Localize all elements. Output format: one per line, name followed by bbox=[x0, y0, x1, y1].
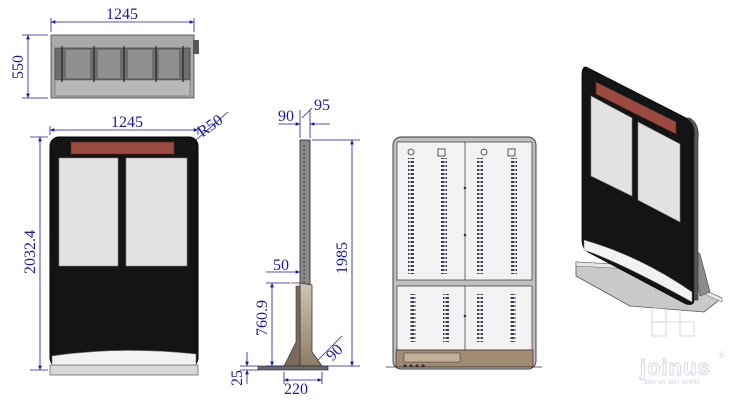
top-width-label: 1245 bbox=[106, 6, 138, 23]
base-length-label: 220 bbox=[284, 381, 308, 398]
base-offset-label: 50 bbox=[273, 257, 289, 274]
isometric-view bbox=[575, 66, 723, 313]
top-depth-dimension: 550 bbox=[10, 34, 48, 99]
joinus-logo-icon bbox=[651, 307, 695, 337]
base-height-dimension: 760.9 bbox=[254, 282, 290, 367]
rear-view bbox=[386, 136, 542, 370]
side-view bbox=[257, 139, 329, 371]
base-angle-label: 90 bbox=[323, 341, 346, 364]
base-length-dimension: 220 bbox=[283, 372, 323, 398]
watermark-brand: joinus bbox=[639, 355, 711, 380]
corner-radius-dimension: R50 bbox=[195, 111, 229, 141]
base-thickness-label: 25 bbox=[229, 370, 246, 386]
base-angle-dimension: 90 bbox=[317, 335, 346, 364]
side-thickness-a-label: 90 bbox=[278, 108, 294, 125]
watermark-slogan: Join us win world bbox=[642, 377, 699, 386]
front-height-label: 2032.4 bbox=[22, 230, 39, 274]
front-view bbox=[49, 136, 199, 376]
front-height-dimension: 2032.4 bbox=[22, 136, 48, 371]
watermark-registered: ® bbox=[718, 350, 725, 360]
joinus-watermark: joinus ® Join us win world bbox=[639, 307, 725, 386]
side-thickness-dimension: 90 95 bbox=[278, 97, 330, 138]
top-view bbox=[50, 34, 199, 99]
base-offset-dimension: 50 bbox=[266, 257, 300, 274]
side-height-label: 1985 bbox=[334, 242, 351, 274]
side-thickness-b-label: 95 bbox=[314, 97, 330, 114]
top-depth-label: 550 bbox=[10, 55, 27, 79]
front-width-label: 1245 bbox=[111, 114, 143, 131]
top-width-dimension: 1245 bbox=[50, 6, 195, 32]
base-height-label: 760.9 bbox=[254, 300, 271, 336]
side-height-dimension: 1985 bbox=[312, 139, 360, 367]
front-width-dimension: 1245 bbox=[49, 114, 199, 135]
base-thickness-dimension: 25 bbox=[229, 352, 258, 386]
